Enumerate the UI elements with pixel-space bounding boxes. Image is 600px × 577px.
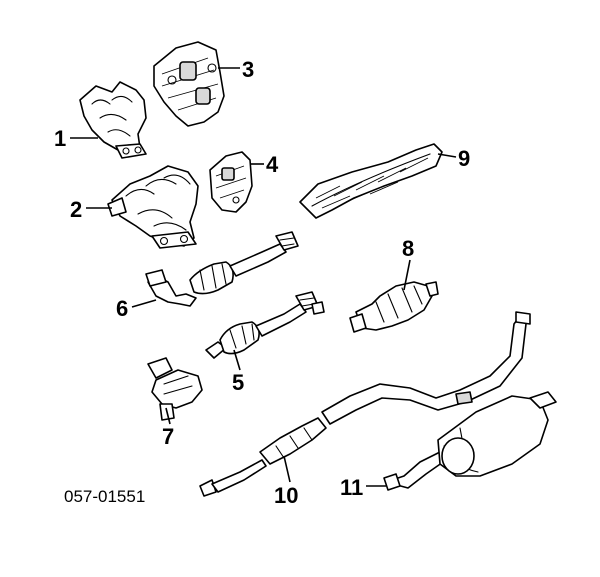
part-3-heat-shield xyxy=(153,41,225,127)
part-2-exhaust-manifold xyxy=(107,165,199,249)
leader-9 xyxy=(437,153,457,158)
callout-labels: 1 2 3 4 5 6 7 8 9 10 11 xyxy=(54,57,470,508)
leader-6 xyxy=(131,299,157,308)
callout-4: 4 xyxy=(266,152,279,177)
part-7-front-catalytic-converter xyxy=(147,357,203,421)
callout-7: 7 xyxy=(162,424,174,449)
callout-9: 9 xyxy=(458,146,470,171)
part-4-heat-shield-bracket xyxy=(209,151,253,213)
part-5-intermediate-pipe xyxy=(205,291,325,359)
part-1-exhaust-manifold xyxy=(79,81,147,159)
leader-10 xyxy=(283,455,291,483)
callout-1: 1 xyxy=(54,126,66,151)
callout-3: 3 xyxy=(242,57,254,82)
leader-7 xyxy=(165,407,171,425)
callout-11: 11 xyxy=(340,475,363,500)
callout-6: 6 xyxy=(116,296,128,321)
leader-5 xyxy=(233,349,241,371)
part-9-underbody-heat-shield xyxy=(299,143,443,219)
leader-8 xyxy=(403,259,411,291)
callout-10: 10 xyxy=(274,483,298,508)
callout-8: 8 xyxy=(402,236,414,261)
callout-2: 2 xyxy=(70,197,82,222)
part-10-center-pipe xyxy=(199,311,531,497)
callout-leaders xyxy=(70,67,457,487)
diagram-reference-code: 057-01551 xyxy=(64,487,145,506)
callout-5: 5 xyxy=(232,370,244,395)
part-8-catalytic-converter xyxy=(349,281,439,333)
part-11-main-muffler xyxy=(383,391,557,491)
part-6-front-pipe xyxy=(145,231,299,307)
